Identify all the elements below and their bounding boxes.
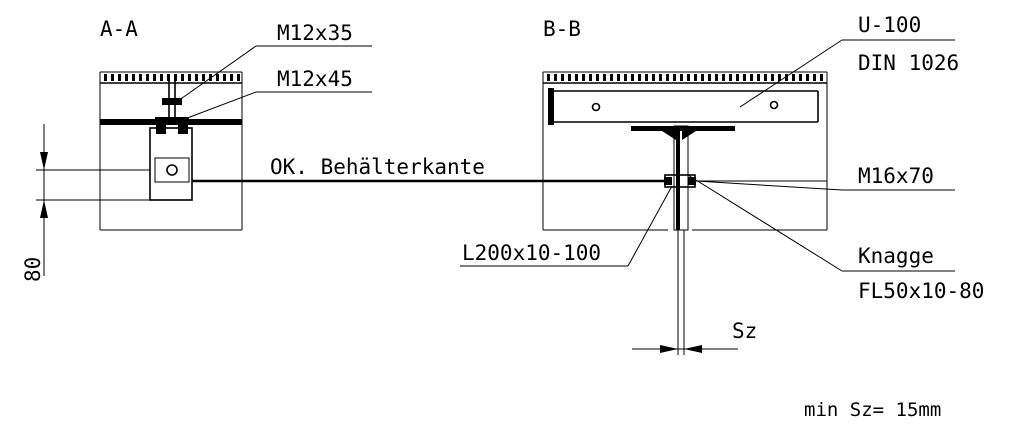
grating-bar	[785, 74, 788, 81]
angle-l200-label: L200x10-100	[462, 241, 601, 265]
grating-bar	[673, 74, 676, 81]
grating-bar	[561, 74, 564, 81]
grating-bar	[617, 74, 620, 81]
section-a-view: A-A	[21, 17, 372, 282]
bolt-m12x45-label: M12x45	[277, 67, 353, 91]
grating-bar	[666, 74, 669, 81]
cleat-knagge-label: Knagge	[858, 244, 934, 268]
angle-profile	[631, 125, 735, 231]
grating-bar	[125, 74, 128, 81]
section-b-leaders	[460, 39, 955, 272]
grating-bar	[680, 74, 683, 81]
grating-bar	[792, 74, 795, 81]
u-channel	[548, 88, 819, 125]
grating-bar	[624, 74, 627, 81]
grating-bar	[181, 74, 184, 81]
grating-bar	[104, 74, 107, 81]
bolt-m12x35-label: M12x35	[277, 21, 353, 45]
min-gap-note: min Sz= 15mm	[804, 399, 941, 421]
section-b-wall	[542, 72, 828, 231]
grating-bar	[188, 74, 191, 81]
grating-bar	[708, 74, 711, 81]
grating-bar	[216, 74, 219, 81]
gap-dimension	[632, 345, 738, 353]
grating-bar	[589, 74, 592, 81]
grating-bar	[694, 74, 697, 81]
grating-bar	[813, 74, 816, 81]
grating-bar	[160, 74, 163, 81]
grating-bar	[554, 74, 557, 81]
grating-bar	[764, 74, 767, 81]
grating-bar	[111, 74, 114, 81]
grating-bar	[799, 74, 802, 81]
grating-bar	[659, 74, 662, 81]
grating-bar	[631, 74, 634, 81]
tank-edge-label: OK. Behälterkante	[270, 155, 485, 179]
section-b-title: B-B	[543, 17, 581, 41]
grating-bar	[118, 74, 121, 81]
section-a-bracket	[149, 127, 193, 201]
profile-u100-label: U-100	[858, 13, 921, 37]
grating-bar	[729, 74, 732, 81]
grating-bar	[778, 74, 781, 81]
grating-bar	[715, 74, 718, 81]
cleat-fl-label: FL50x10-80	[858, 279, 984, 303]
grating-bar	[230, 74, 233, 81]
section-a-grating	[100, 71, 242, 84]
grating-bar	[610, 74, 613, 81]
grating-bar	[195, 74, 198, 81]
cleat-plate	[677, 230, 685, 355]
grating-bar	[743, 74, 746, 81]
section-b-view: B-B	[460, 13, 984, 355]
grating-bar	[820, 74, 823, 81]
grating-bar	[687, 74, 690, 81]
grating-bar	[146, 74, 149, 81]
grating-bar	[596, 74, 599, 81]
section-a-title: A-A	[100, 17, 138, 41]
grating-bar	[153, 74, 156, 81]
grating-bar	[139, 74, 142, 81]
profile-din1026-label: DIN 1026	[858, 51, 959, 75]
bolt-m16	[664, 174, 696, 188]
grating-bar	[771, 74, 774, 81]
grating-bar	[652, 74, 655, 81]
grating-bar	[645, 74, 648, 81]
grating-bar	[568, 74, 571, 81]
grating-bar	[575, 74, 578, 81]
dimension-80-label: 80	[21, 257, 45, 282]
grating-bar	[237, 74, 240, 81]
grating-bar	[132, 74, 135, 81]
gap-sz-label: Sz	[732, 319, 757, 343]
grating-bar	[736, 74, 739, 81]
grating-bar	[701, 74, 704, 81]
grating-bar	[223, 74, 226, 81]
section-a-bolt-assembly	[155, 76, 189, 134]
dimension-80	[36, 124, 150, 276]
grating-bar	[757, 74, 760, 81]
section-b-grating	[543, 71, 827, 84]
grating-bar	[547, 74, 550, 81]
grating-bar	[603, 74, 606, 81]
grating-bar	[750, 74, 753, 81]
bolt-m16x70-label: M16x70	[858, 164, 934, 188]
section-a-wall	[99, 72, 243, 231]
section-a-leaders	[174, 45, 372, 121]
grating-bar	[722, 74, 725, 81]
grating-bar	[582, 74, 585, 81]
grating-bar	[638, 74, 641, 81]
grating-bar	[202, 74, 205, 81]
grating-bar	[806, 74, 809, 81]
